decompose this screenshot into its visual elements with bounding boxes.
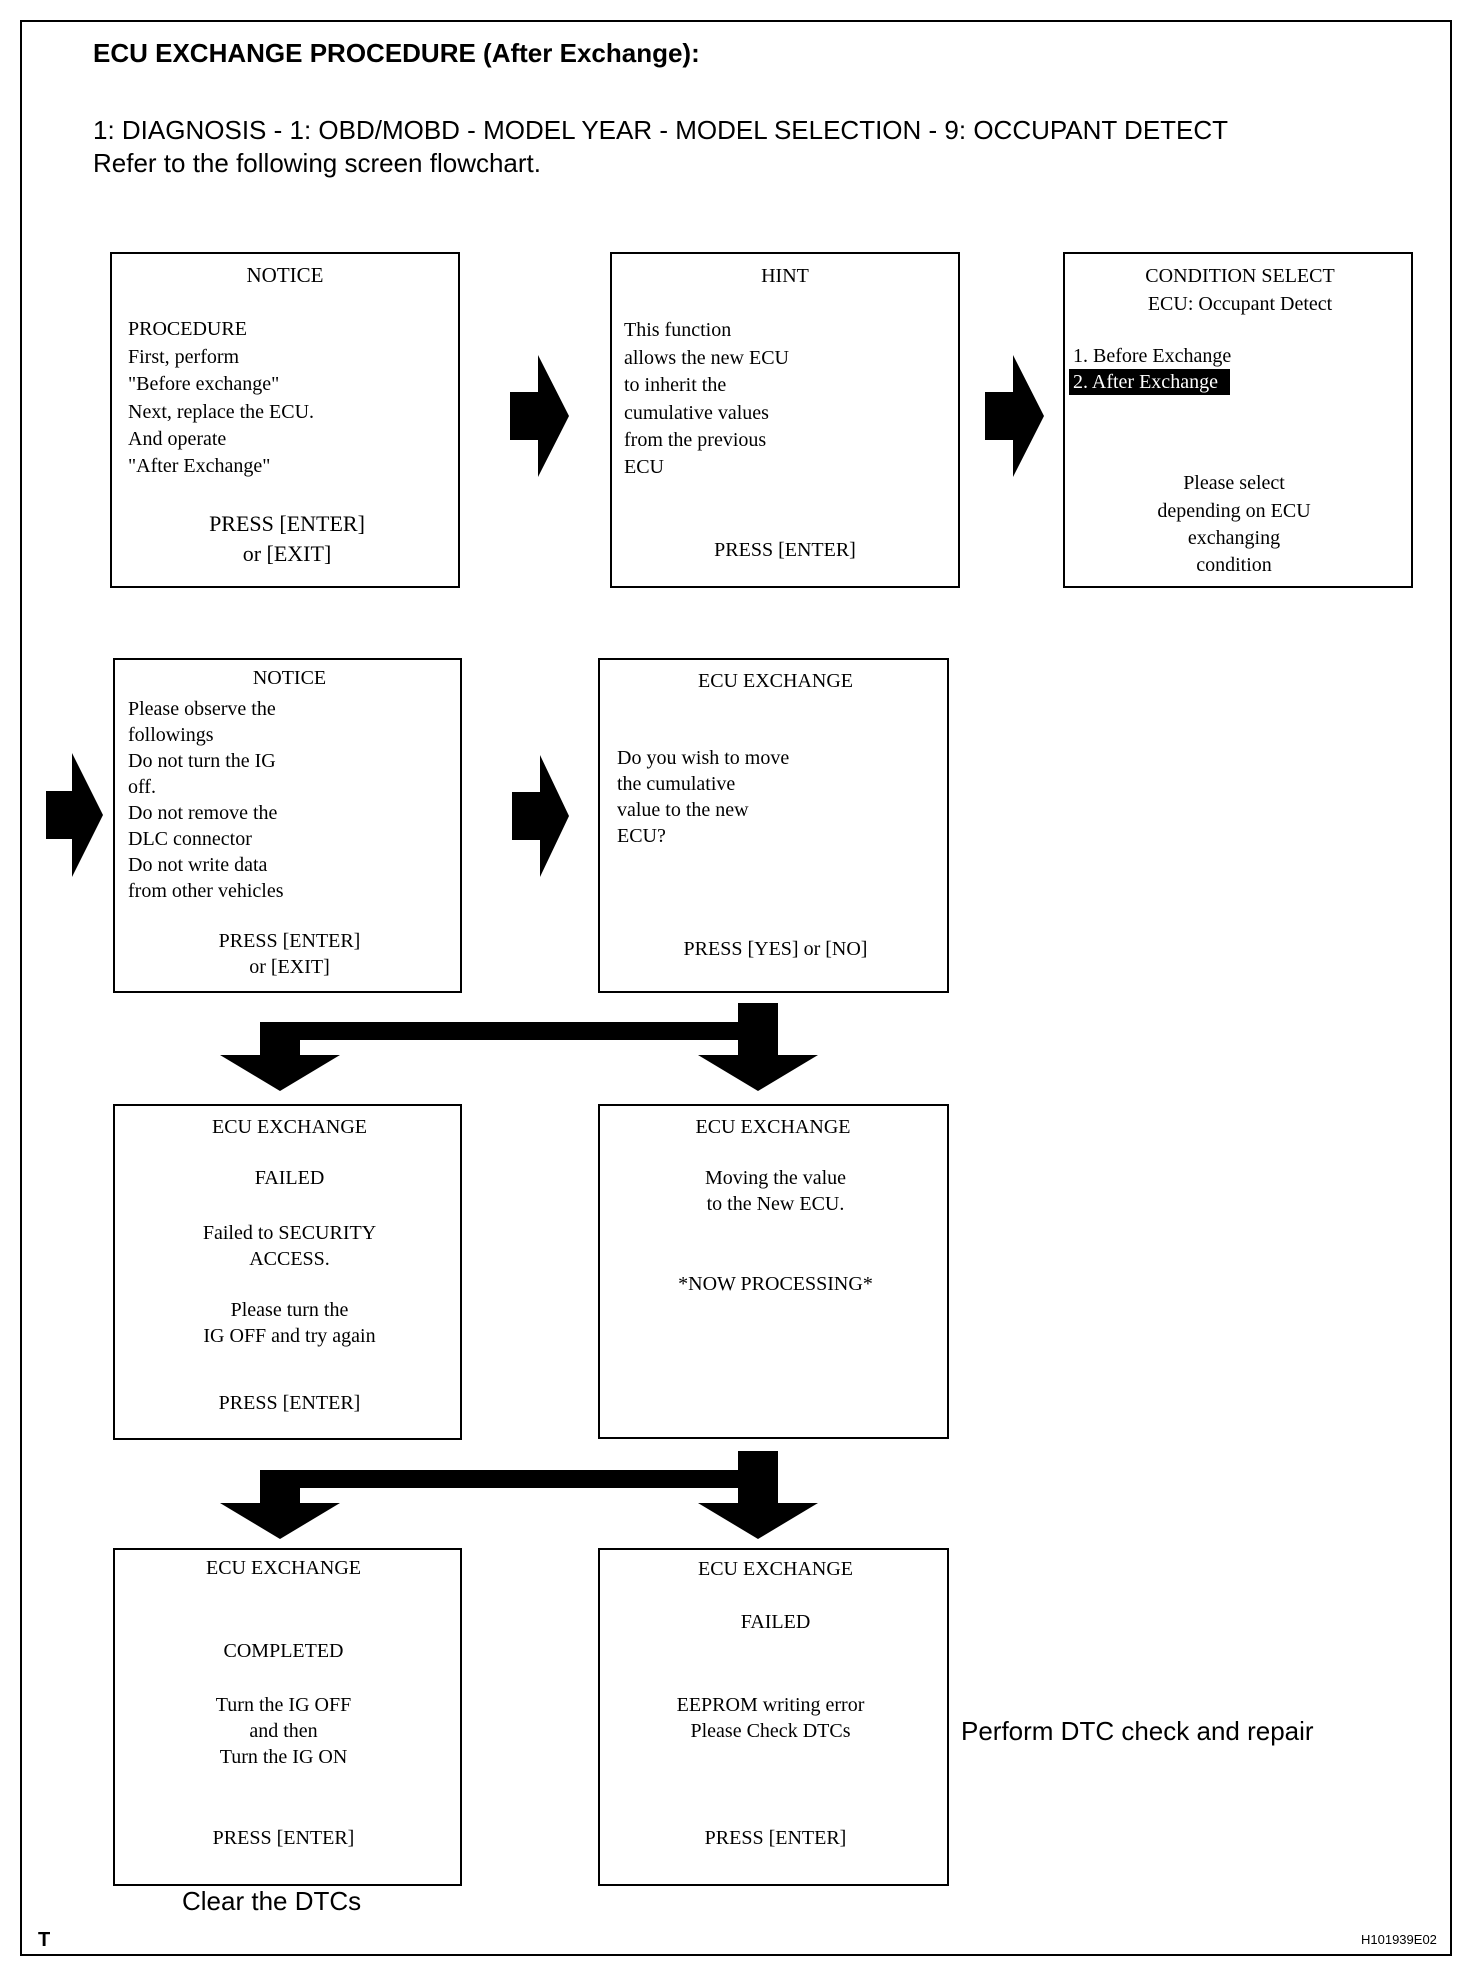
screen-line: depending on ECU <box>1157 500 1311 522</box>
screen-line: cumulative values <box>624 402 769 424</box>
press-hint: PRESS [ENTER] <box>209 511 365 536</box>
status-text: *NOW PROCESSING* <box>678 1273 873 1295</box>
screen-title: NOTICE <box>252 667 327 689</box>
screen-title: HINT <box>761 265 809 287</box>
screen-title: ECU EXCHANGE <box>695 1116 851 1138</box>
screen-line: off. <box>128 776 156 798</box>
status-text: COMPLETED <box>223 1640 344 1662</box>
screen-line: PROCEDURE <box>128 318 247 340</box>
screen-line: Moving the value <box>704 1167 847 1189</box>
screen-line: the cumulative <box>617 773 736 795</box>
screen-subtitle: ECU: Occupant Detect <box>1147 293 1333 315</box>
screen-line: Please Check DTCs <box>690 1720 851 1742</box>
status-text: FAILED <box>740 1611 811 1633</box>
screen-line: Do not turn the IG <box>128 750 276 772</box>
screen-line: allows the new ECU <box>624 347 789 369</box>
screen-line: ECU <box>624 456 664 478</box>
screen-line: from the previous <box>624 429 767 451</box>
option-before-exchange[interactable]: 1. Before Exchange <box>1073 345 1232 367</box>
screen-title: ECU EXCHANGE <box>698 670 853 692</box>
screen-line: EEPROM writing error <box>676 1694 865 1716</box>
screen-title: ECU EXCHANGE <box>698 1558 853 1580</box>
screen-line: ECU? <box>617 825 666 847</box>
right-arrow-icon <box>510 355 569 477</box>
menu-path: 1: DIAGNOSIS - 1: OBD/MOBD - MODEL YEAR … <box>93 115 1229 145</box>
right-arrow-icon <box>985 355 1044 477</box>
screen-line: exchanging <box>1187 527 1281 549</box>
screen-line: IG OFF and try again <box>203 1325 376 1347</box>
right-arrow-icon <box>46 753 103 877</box>
press-hint: or [EXIT] <box>249 956 330 978</box>
screen-line: Do you wish to move <box>617 747 790 769</box>
clear-dtcs-caption: Clear the DTCs <box>182 1886 362 1916</box>
refer-note: Refer to the following screen flowchart. <box>93 148 541 178</box>
ecu-exchange-failed-eeprom-screen: ECU EXCHANGE FAILED EEPROM writing error… <box>598 1548 949 1886</box>
press-hint: PRESS [ENTER] <box>714 539 856 561</box>
screen-title: NOTICE <box>246 263 324 287</box>
screen-line: This function <box>624 319 732 341</box>
ecu-exchange-confirm-screen: ECU EXCHANGE Do you wish to move the cum… <box>598 658 949 993</box>
perform-dtc-caption: Perform DTC check and repair <box>961 1716 1314 1746</box>
screen-line: And operate <box>128 428 227 450</box>
figure-id: H101939E02 <box>1361 1932 1437 1947</box>
press-hint: or [EXIT] <box>242 541 332 566</box>
corner-mark: T <box>38 1929 51 1951</box>
screen-line: to the New ECU. <box>706 1193 845 1215</box>
branch-down-arrow-icon <box>220 1003 818 1091</box>
screen-line: Do not remove the <box>128 802 278 824</box>
screen-line: Do not write data <box>128 854 268 876</box>
hint-screen: HINT This function allows the new ECU to… <box>610 252 960 588</box>
screen-title: CONDITION SELECT <box>1145 265 1335 287</box>
screen-line: Turn the IG ON <box>219 1746 348 1768</box>
ecu-exchange-failed-security-screen: ECU EXCHANGE FAILED Failed to SECURITY A… <box>113 1104 462 1440</box>
screen-line: value to the new <box>617 799 749 821</box>
screen-line: ACCESS. <box>249 1248 330 1270</box>
screen-title: ECU EXCHANGE <box>212 1116 367 1138</box>
page-title: ECU EXCHANGE PROCEDURE (After Exchange): <box>93 38 700 68</box>
screen-line: Turn the IG OFF <box>215 1694 352 1716</box>
screen-line: condition <box>1196 554 1272 576</box>
page-frame <box>20 20 1452 1956</box>
screen-line: First, perform <box>128 346 240 368</box>
press-hint: PRESS [ENTER] <box>212 1827 355 1849</box>
press-hint: PRESS [ENTER] <box>218 930 361 952</box>
notice-procedure-screen: NOTICE PROCEDURE First, perform "Before … <box>110 252 460 588</box>
screen-line: to inherit the <box>624 374 727 396</box>
option-after-exchange-selected[interactable]: 2. After Exchange <box>1069 369 1230 395</box>
screen-title: ECU EXCHANGE <box>206 1557 361 1579</box>
press-hint: PRESS [YES] or [NO] <box>683 938 868 960</box>
screen-line: DLC connector <box>128 828 252 850</box>
screen-line: and then <box>249 1720 318 1742</box>
press-hint: PRESS [ENTER] <box>218 1392 361 1414</box>
ecu-exchange-processing-screen: ECU EXCHANGE Moving the value to the New… <box>598 1104 949 1439</box>
screen-line: Please select <box>1183 472 1285 494</box>
ecu-exchange-completed-screen: ECU EXCHANGE COMPLETED Turn the IG OFF a… <box>113 1548 462 1886</box>
branch-down-arrow-icon <box>220 1451 818 1539</box>
press-hint: PRESS [ENTER] <box>704 1827 847 1849</box>
notice-observe-screen: NOTICE Please observe the followings Do … <box>113 658 462 993</box>
screen-line: "Before exchange" <box>128 373 280 395</box>
screen-line: Failed to SECURITY <box>202 1222 377 1244</box>
screen-line: Please turn the <box>230 1299 349 1321</box>
right-arrow-icon <box>512 755 569 877</box>
screen-line: Please observe the <box>128 698 276 720</box>
screen-line: "After Exchange" <box>128 455 271 477</box>
screen-line: followings <box>128 724 214 746</box>
screen-line: from other vehicles <box>128 880 284 902</box>
condition-select-screen: CONDITION SELECT ECU: Occupant Detect 1.… <box>1063 252 1413 588</box>
screen-line: Next, replace the ECU. <box>128 401 315 423</box>
status-text: FAILED <box>254 1167 325 1189</box>
